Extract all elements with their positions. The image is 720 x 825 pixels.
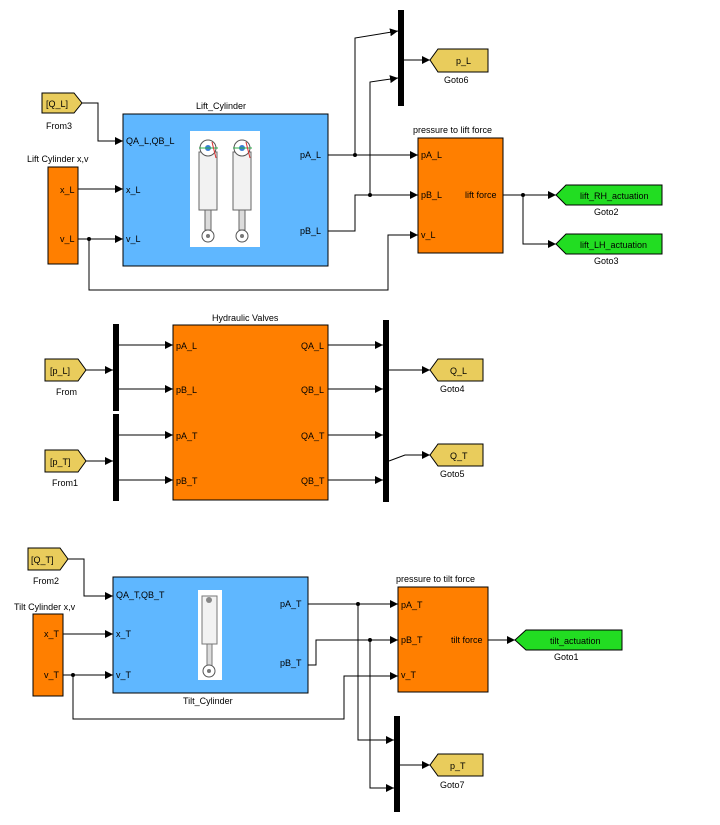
tilt-force-in-v: v_T	[401, 670, 417, 680]
lift-xv-port-x: x_L	[60, 185, 75, 195]
tilt-force-block[interactable]	[397, 586, 489, 693]
goto2-name: Goto2	[594, 207, 619, 217]
lift-xv-title: Lift Cylinder x,v	[27, 154, 89, 164]
lift-force-in-v: v_L	[421, 230, 436, 240]
from3-tag: [Q_L]	[46, 99, 68, 109]
tilt-cyl-out-pa: pA_T	[280, 599, 302, 609]
tilt-cylinder-icon	[198, 590, 222, 680]
goto6-name: Goto6	[444, 75, 469, 85]
from-pl-name: From	[56, 387, 77, 397]
lift-cyl-in-v: v_L	[126, 234, 141, 244]
lift-force-block[interactable]	[417, 137, 504, 254]
valves-demux-l[interactable]	[113, 324, 119, 411]
tilt-cyl-in-x: x_T	[116, 629, 132, 639]
from-pl-block[interactable]: [p_L]	[44, 358, 87, 382]
tilt-force-in-pb: pB_T	[401, 635, 423, 645]
tilt-cylinder-title: Tilt_Cylinder	[183, 696, 233, 706]
tilt-xv-title: Tilt Cylinder x,v	[14, 602, 76, 612]
hydraulic-valves-block[interactable]	[172, 324, 329, 501]
valves-in-pa-l: pA_L	[176, 341, 197, 351]
lift-force-title: pressure to lift force	[413, 125, 492, 135]
valves-out-qa-t: QA_T	[301, 431, 325, 441]
tilt-wires	[63, 558, 515, 792]
lift-cyl-in-x: x_L	[126, 185, 141, 195]
goto5-name: Goto5	[440, 469, 465, 479]
lift-xv-port-v: v_L	[60, 234, 75, 244]
valves-out-qa-l: QA_L	[301, 341, 324, 351]
lift-cylinder-icon	[190, 131, 260, 247]
tilt-force-in-pa: pA_T	[401, 600, 423, 610]
valves-in-pa-t: pA_T	[176, 431, 198, 441]
valves-in-pb-t: pB_T	[176, 476, 198, 486]
lift-xv-block[interactable]	[47, 166, 79, 265]
valves-out-qb-l: QB_L	[301, 385, 324, 395]
valves-title: Hydraulic Valves	[212, 313, 279, 323]
tilt-cyl-in-v: v_T	[116, 670, 132, 680]
goto1-block[interactable]: tilt_actuation	[514, 629, 623, 651]
tilt-xv-block[interactable]	[32, 613, 64, 697]
goto7-name: Goto7	[440, 780, 465, 790]
valves-out-qb-t: QB_T	[301, 476, 325, 486]
goto1-name: Goto1	[554, 652, 579, 662]
goto4-name: Goto4	[440, 384, 465, 394]
lift-force-in-pb: pB_L	[421, 190, 442, 200]
from-pl-tag: [p_L]	[50, 366, 70, 376]
goto4-block[interactable]: Q_L	[429, 358, 484, 382]
goto3-tag: lift_LH_actuation	[580, 240, 647, 250]
tilt-cyl-out-pb: pB_T	[280, 658, 302, 668]
tilt-pressure-mux[interactable]	[394, 716, 400, 812]
lift-cyl-out-pa: pA_L	[300, 150, 321, 160]
goto7-tag: p_T	[450, 761, 466, 771]
lift-force-in-pa: pA_L	[421, 150, 442, 160]
lift-force-out: lift force	[465, 190, 497, 200]
goto6-tag: p_L	[456, 56, 471, 66]
valves-in-pb-l: pB_L	[176, 385, 197, 395]
tilt-xv-port-v: v_T	[44, 670, 60, 680]
valves-demux-t[interactable]	[113, 414, 119, 501]
tilt-force-out: tilt force	[451, 635, 483, 645]
from1-tag: [p_T]	[50, 457, 71, 467]
goto5-tag: Q_T	[450, 451, 468, 461]
from3-name: From3	[46, 121, 72, 131]
goto4-tag: Q_L	[450, 366, 467, 376]
from1-block[interactable]: [p_T]	[44, 449, 87, 473]
lift-pressure-mux[interactable]	[398, 10, 404, 106]
goto7-block[interactable]: p_T	[429, 753, 484, 777]
from2-name: From2	[33, 576, 59, 586]
goto2-tag: lift_RH_actuation	[580, 191, 649, 201]
goto1-tag: tilt_actuation	[550, 636, 601, 646]
goto6-block[interactable]: p_L	[429, 48, 489, 73]
from2-block[interactable]: [Q_T]	[27, 547, 69, 571]
goto5-block[interactable]: Q_T	[429, 443, 484, 467]
lift-wires	[78, 28, 556, 291]
from3-block[interactable]: [Q_L]	[41, 92, 83, 114]
from2-tag: [Q_T]	[31, 555, 54, 565]
from1-name: From1	[52, 478, 78, 488]
lift-cyl-in-q: QA_L,QB_L	[126, 136, 175, 146]
tilt-xv-port-x: x_T	[44, 629, 60, 639]
lift-cylinder-title: Lift_Cylinder	[196, 101, 246, 111]
goto2-block[interactable]: lift_RH_actuation	[555, 184, 663, 206]
goto3-name: Goto3	[594, 256, 619, 266]
tilt-cyl-in-q: QA_T,QB_T	[116, 590, 165, 600]
lift-cyl-out-pb: pB_L	[300, 226, 321, 236]
goto3-block[interactable]: lift_LH_actuation	[555, 233, 663, 255]
tilt-force-title: pressure to tilt force	[396, 574, 475, 584]
valves-output-mux[interactable]	[383, 320, 389, 502]
valves-wires	[86, 341, 430, 484]
